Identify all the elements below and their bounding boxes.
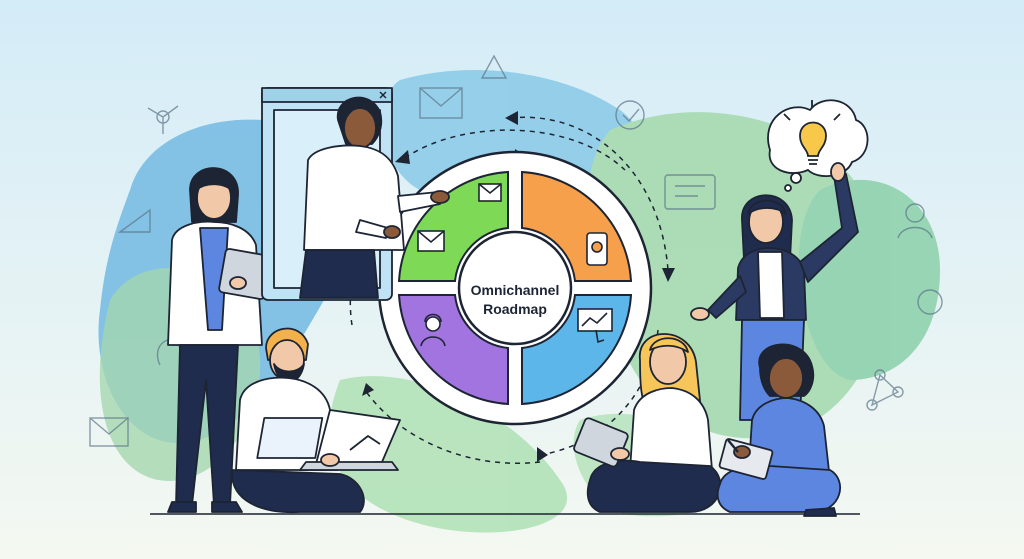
clipboard [718,438,774,480]
checkmark-bubble-icon [615,100,645,130]
woman-with-tablet [167,167,272,513]
lightbulb-icon [799,121,827,157]
roadmap-title-line1: Omnichannel [470,282,560,298]
triangle-icon [480,54,508,79]
man-with-laptop [231,327,401,514]
globe-icon-right [917,289,943,315]
idea-thought-bubble [767,99,869,192]
wheel-hub [457,230,573,346]
laptop-base [299,461,399,471]
network-icon [874,369,886,381]
roadmap-title-line2: Roadmap [483,301,547,317]
person-writing-on-clipboard [716,343,841,517]
email-icon [419,87,463,119]
support-agent-icon [425,316,441,332]
woman-with-tablet-seated [573,333,722,513]
chart-touch-icon [577,308,613,332]
email-icon-left [89,417,129,447]
close-icon [379,91,387,99]
roadmap-title: Omnichannel Roadmap [455,270,575,330]
chart-triangle-icon [117,208,151,233]
man-presenting-in-video-window [261,87,450,301]
user-icon [905,203,925,223]
roadmap-wheel [377,150,653,426]
chat-bubble-icon [664,174,716,210]
